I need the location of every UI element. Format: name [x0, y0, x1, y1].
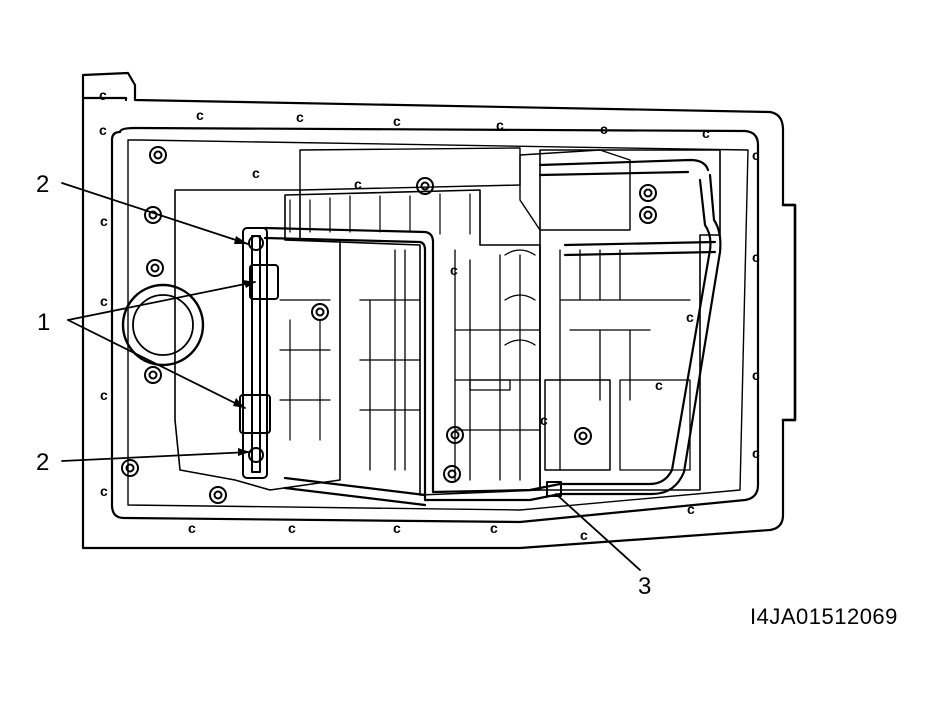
bolt-marker: c — [687, 501, 695, 517]
extension-housing — [781, 203, 797, 422]
oil-pipe — [263, 158, 722, 507]
bolt-marker: c — [196, 107, 204, 123]
bolt-marker: c — [99, 122, 107, 138]
valve-body-block-center — [284, 189, 541, 496]
bolt-marker: c — [393, 520, 401, 536]
bolt-marker: c — [752, 445, 760, 461]
bolt-marker: c — [450, 262, 458, 278]
valve-body-block-left — [174, 189, 341, 491]
gasket-flange-outline — [110, 126, 760, 524]
bolt-marker: c — [600, 121, 608, 137]
bolt-marker: c — [752, 367, 760, 383]
bolt-heads — [121, 146, 657, 504]
bolt-marker: c — [252, 165, 260, 181]
bolt-marker: c — [752, 147, 760, 163]
bolt-marker: c — [686, 309, 694, 325]
upper-plate — [299, 147, 521, 191]
bolt-marker: c — [540, 412, 548, 428]
bolt-marker: c — [100, 387, 108, 403]
figure-code: I4JA01512069 — [750, 604, 898, 629]
right-upper-plate — [519, 149, 631, 231]
callout-leaders — [61, 182, 641, 571]
bolt-marker: c — [702, 125, 710, 141]
bolt-marker: c — [296, 109, 304, 125]
connector-3 — [546, 481, 562, 497]
bolt-marker: c — [393, 113, 401, 129]
bolt-marker: c — [100, 483, 108, 499]
bolt-marker: c — [655, 377, 663, 393]
callout-2-top: 2 — [36, 171, 49, 198]
bolt-marker: c — [288, 520, 296, 536]
case-step-flange — [81, 96, 128, 102]
bolt-marker: c — [188, 520, 196, 536]
callout-2-bottom: 2 — [36, 449, 49, 476]
callout-3: 3 — [638, 573, 651, 600]
valve-body-block-right — [539, 149, 721, 491]
callout-1: 1 — [37, 309, 50, 336]
bolt-marker: c — [99, 87, 107, 103]
bolt-marker: c — [580, 527, 588, 543]
bolt-marker: c — [354, 176, 362, 192]
bolt-marker: c — [100, 213, 108, 229]
bolt-markers: c c c c c c c c c c c c c c c c c c c c … — [99, 87, 760, 543]
bolt-marker: c — [496, 117, 504, 133]
inner-flange-line — [127, 139, 749, 511]
solenoid-assembly — [239, 227, 279, 479]
accumulator-bore — [121, 283, 205, 367]
bolt-marker: c — [490, 520, 498, 536]
bolt-marker: c — [752, 249, 760, 265]
bolt-marker: c — [100, 293, 108, 309]
